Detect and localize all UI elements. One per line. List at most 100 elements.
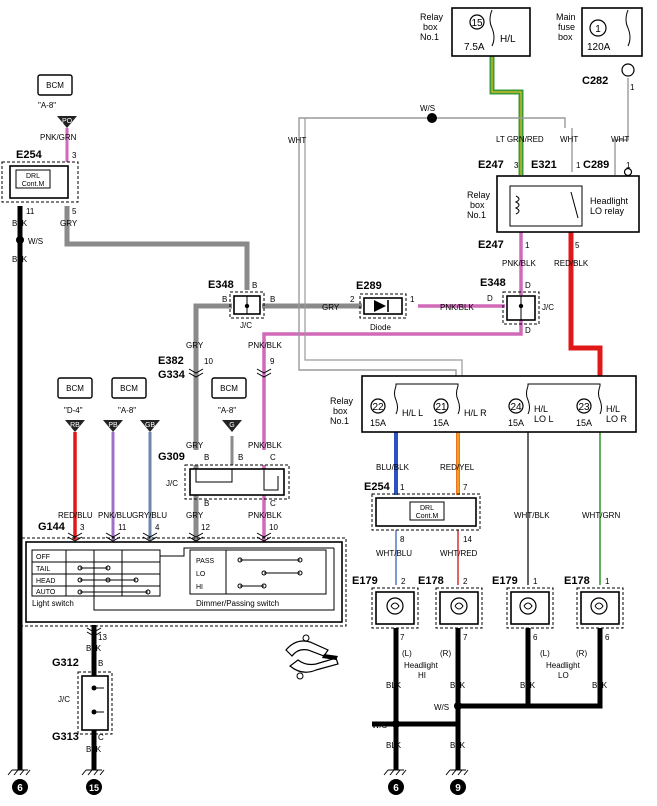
svg-text:HI: HI	[196, 584, 203, 591]
svg-text:7: 7	[400, 633, 405, 642]
svg-text:E178: E178	[564, 575, 590, 587]
wire-blk-headlights	[372, 628, 603, 770]
light-switch-assembly: OFF TAIL HEAD AUTO Light switch PASS LO …	[21, 537, 347, 627]
svg-text:E254: E254	[364, 481, 391, 493]
drl-module-top: E254 3 DRL Cont.M 11 5 BLK GRY W/S BLK	[1, 149, 79, 264]
svg-text:BLK: BLK	[450, 681, 466, 690]
hand-connector-icon	[285, 634, 339, 680]
svg-text:1: 1	[595, 24, 601, 35]
svg-text:"A-8": "A-8"	[38, 101, 56, 110]
svg-text:Dimmer/Passing switch: Dimmer/Passing switch	[196, 599, 279, 608]
svg-text:H/L: H/L	[606, 404, 620, 414]
svg-text:H/L L: H/L L	[402, 408, 423, 418]
svg-text:Light switch: Light switch	[32, 599, 74, 608]
svg-text:LO relay: LO relay	[590, 206, 625, 216]
bcm-a8-g: BCM "A-8" G	[211, 377, 247, 432]
svg-text:Headlight: Headlight	[404, 661, 439, 670]
svg-text:C282: C282	[582, 75, 608, 87]
svg-text:B: B	[222, 295, 227, 304]
wire-redblk	[568, 228, 603, 378]
svg-text:1: 1	[576, 161, 581, 170]
svg-text:PNK/GRN: PNK/GRN	[40, 133, 77, 142]
svg-text:BLK: BLK	[386, 741, 402, 750]
svg-text:GRY: GRY	[186, 511, 204, 520]
svg-text:LO: LO	[558, 671, 569, 680]
svg-text:G334: G334	[158, 369, 186, 381]
svg-text:No.1: No.1	[467, 210, 486, 220]
svg-text:W/S: W/S	[420, 104, 435, 113]
svg-text:TAIL: TAIL	[36, 566, 50, 573]
svg-text:H/L: H/L	[500, 34, 516, 45]
svg-text:12: 12	[201, 523, 210, 532]
svg-text:BLK: BLK	[12, 255, 28, 264]
svg-text:B: B	[204, 499, 209, 508]
svg-text:15A: 15A	[370, 418, 386, 428]
svg-text:C289: C289	[583, 159, 609, 171]
svg-text:2: 2	[350, 295, 355, 304]
svg-text:(L): (L)	[540, 649, 550, 658]
svg-text:PNK/BLK: PNK/BLK	[248, 441, 282, 450]
svg-text:DRL: DRL	[420, 505, 434, 512]
svg-text:6: 6	[605, 633, 610, 642]
svg-text:box: box	[423, 22, 438, 32]
svg-text:BLK: BLK	[592, 681, 608, 690]
svg-text:B: B	[204, 453, 209, 462]
svg-text:7.5A: 7.5A	[464, 42, 485, 53]
svg-text:D: D	[525, 281, 531, 290]
svg-text:14: 14	[463, 535, 472, 544]
svg-text:box: box	[470, 200, 485, 210]
svg-text:15: 15	[471, 18, 483, 29]
svg-text:BLK: BLK	[86, 745, 102, 754]
relay-box-fuses: Relay box No.1 22 15A H/L L 21 15A H/L R…	[330, 375, 637, 433]
connector-e382-g334: GRY PNK/BLK E382 G334 10 9 GRY PNK/BLK	[158, 341, 282, 450]
svg-text:PB: PB	[108, 422, 118, 429]
svg-text:HI: HI	[418, 671, 426, 680]
svg-text:PO: PO	[62, 118, 73, 125]
svg-text:GRY: GRY	[322, 303, 340, 312]
svg-text:4: 4	[155, 523, 160, 532]
svg-text:BLK: BLK	[86, 644, 102, 653]
svg-text:LO R: LO R	[606, 414, 628, 424]
svg-text:E254: E254	[16, 149, 43, 161]
svg-text:PNK/BLK: PNK/BLK	[248, 511, 282, 520]
svg-text:fuse: fuse	[558, 22, 575, 32]
bcm-top: BCM "A-8" PO PNK/GRN	[37, 74, 77, 142]
svg-text:E179: E179	[492, 575, 518, 587]
svg-text:WHT/BLU: WHT/BLU	[376, 549, 412, 558]
svg-text:GRY: GRY	[60, 219, 78, 228]
svg-text:C: C	[270, 453, 276, 462]
svg-text:13: 13	[98, 633, 107, 642]
svg-text:1: 1	[533, 577, 538, 586]
svg-text:D: D	[487, 294, 493, 303]
svg-text:HEAD: HEAD	[36, 578, 55, 585]
svg-text:E321: E321	[531, 159, 557, 171]
svg-text:1: 1	[630, 83, 635, 92]
svg-text:LO L: LO L	[534, 414, 554, 424]
svg-text:PNK/BLK: PNK/BLK	[440, 303, 474, 312]
svg-text:2: 2	[401, 577, 406, 586]
bcm-d4: BCM "D-4" RB	[57, 377, 93, 432]
svg-text:box: box	[333, 406, 348, 416]
svg-text:E289: E289	[356, 280, 382, 292]
svg-text:C: C	[98, 733, 104, 742]
svg-text:RED/YEL: RED/YEL	[440, 463, 475, 472]
svg-text:6: 6	[533, 633, 538, 642]
svg-text:PNK/BLU: PNK/BLU	[98, 511, 132, 520]
connector-g313: G313 C BLK	[52, 731, 104, 754]
svg-text:Diode: Diode	[370, 323, 391, 332]
svg-text:BLK: BLK	[520, 681, 536, 690]
ground-6-left: 6	[7, 769, 31, 795]
svg-text:3: 3	[80, 523, 85, 532]
jc-e348-left: E348 B B B J/C GRY	[208, 279, 340, 330]
svg-text:1: 1	[410, 295, 415, 304]
svg-text:21: 21	[435, 402, 447, 413]
svg-text:BLK: BLK	[450, 741, 466, 750]
bcm-a8-pb: BCM "A-8" PB GB	[103, 377, 160, 432]
diode-e289: E289 2 1 Diode PNK/BLK	[350, 280, 474, 332]
svg-text:BCM: BCM	[46, 81, 64, 90]
svg-text:GRY: GRY	[186, 441, 204, 450]
svg-text:RED/BLU: RED/BLU	[58, 511, 93, 520]
svg-text:PASS: PASS	[196, 558, 214, 565]
relay-box-top: Relay box No.1 15 7.5A H/L	[420, 7, 531, 57]
